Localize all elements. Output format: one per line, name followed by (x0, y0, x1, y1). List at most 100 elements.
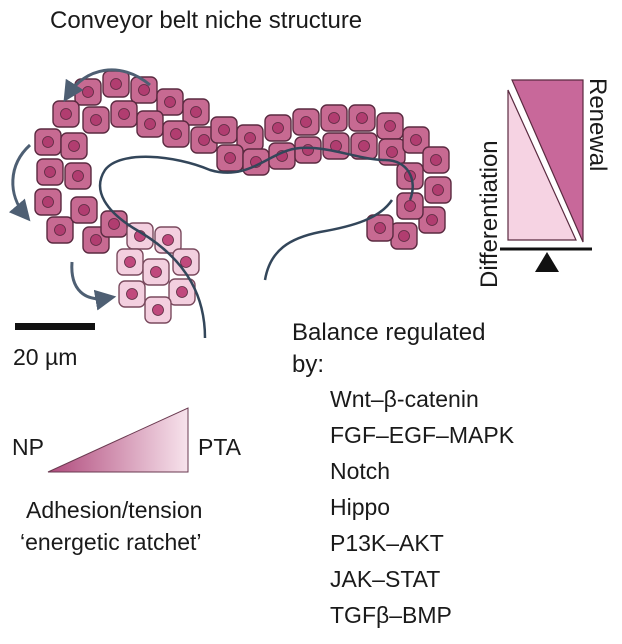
conveyor-arrow-left (8, 143, 32, 222)
cell-nucleus (432, 184, 444, 196)
cell-nucleus (44, 166, 56, 178)
renewal-wedge (511, 79, 584, 243)
cell-nucleus (358, 140, 370, 152)
pta-cell (144, 296, 172, 324)
lumen-inner-line (98, 146, 414, 339)
niche-cell (396, 192, 424, 220)
niche-cell (350, 132, 378, 160)
cell-nucleus (60, 108, 72, 120)
cell-nucleus (54, 224, 66, 236)
cell-nucleus (68, 140, 80, 152)
pathway-item: Hippo (330, 494, 390, 520)
niche-cell (100, 210, 128, 238)
pta-cell (168, 278, 196, 306)
pta-cell (118, 280, 146, 308)
niche-cell (210, 116, 238, 144)
niche-cell (396, 162, 424, 190)
cell-nucleus (356, 112, 368, 124)
cell-nucleus (110, 78, 122, 90)
niche-cell (34, 188, 62, 216)
cell-nucleus (144, 118, 156, 130)
cell-nucleus (302, 144, 314, 156)
renewal-label: Renewal (584, 78, 611, 171)
cell-nucleus (272, 122, 284, 134)
cell-nucleus (138, 84, 150, 96)
niche-cell (348, 104, 376, 132)
pathway-item: Notch (330, 458, 390, 484)
niche-cell (34, 128, 62, 156)
pta-label: PTA (198, 434, 242, 460)
cell-nucleus (328, 112, 340, 124)
niche-cell (36, 158, 64, 186)
cell-nucleus (410, 134, 422, 146)
pathway-item: FGF–EGF–MAPK (330, 422, 515, 448)
cell-nucleus (190, 106, 202, 118)
adhesion-caption: Adhesion/tension (26, 497, 202, 523)
cell-nucleus (170, 128, 182, 140)
niche-cell (402, 126, 430, 154)
niche-cell (294, 136, 322, 164)
regulation-heading-line2: by: (292, 351, 324, 378)
np-label: NP (12, 434, 44, 460)
pathway-item: TGFβ–BMP (330, 602, 452, 628)
niche-cell (236, 124, 264, 152)
differentiation-label: Differentiation (476, 140, 503, 288)
cell-nucleus (78, 204, 90, 216)
niche-cell (182, 98, 210, 126)
niche-cell (264, 114, 292, 142)
niche-cell (422, 146, 450, 174)
cell-nucleus (244, 132, 256, 144)
cell-nucleus (118, 108, 130, 120)
conveyor-arrow-top (63, 68, 151, 103)
niche-cell (60, 132, 88, 160)
adhesion-gradient: NP PTA Adhesion/tension ‘energetic ratch… (12, 407, 242, 555)
niche-cell (52, 100, 80, 128)
cell-nucleus (108, 218, 120, 230)
niche-cell (162, 120, 190, 148)
cell-nucleus (224, 152, 236, 164)
pta-cell (116, 248, 144, 276)
niche-cell (46, 216, 74, 244)
cell-nucleus (82, 86, 94, 98)
cell-nucleus (152, 304, 164, 316)
cell-nucleus (90, 114, 102, 126)
cell-nucleus (150, 266, 162, 278)
cell-nucleus (198, 134, 210, 146)
niche-cell (390, 222, 418, 250)
cell-nucleus (398, 230, 410, 242)
niche-cell (418, 206, 446, 234)
niche-cell (320, 104, 348, 132)
cell-nucleus (162, 234, 174, 246)
cell-nucleus (374, 222, 386, 234)
figure-title: Conveyor belt niche structure (50, 7, 362, 34)
niche-cell (376, 112, 404, 140)
niche-cell (322, 132, 350, 160)
cell-nucleus (218, 124, 230, 136)
niche-cell (424, 176, 452, 204)
lumen-outer-line (263, 199, 394, 281)
niche-cell (292, 108, 320, 136)
niche-cell (82, 106, 110, 134)
pathway-item: JAK–STAT (330, 566, 440, 592)
np-pta-gradient-wedge (47, 407, 189, 473)
niche-cell (156, 88, 184, 116)
epithelial-cell-layer (34, 70, 452, 324)
cell-nucleus (180, 256, 192, 268)
cell-nucleus (164, 96, 176, 108)
niche-cell (366, 214, 394, 242)
cell-nucleus (426, 214, 438, 226)
niche-cell (216, 144, 244, 172)
cell-nucleus (430, 154, 442, 166)
cell-nucleus (404, 200, 416, 212)
regulation-heading-line1: Balance regulated (292, 319, 485, 346)
niche-cell (70, 196, 98, 224)
conveyor-arrow-bottom (70, 261, 117, 311)
pathway-item: P13K–AKT (330, 530, 444, 556)
cell-nucleus (42, 136, 54, 148)
cell-nucleus (72, 170, 84, 182)
scale-bar-label: 20 µm (13, 344, 77, 370)
regulation-list: Balance regulated by: Wnt–β-catenin FGF–… (292, 319, 515, 628)
niche-cell (64, 162, 92, 190)
differentiation-wedge (507, 89, 577, 241)
